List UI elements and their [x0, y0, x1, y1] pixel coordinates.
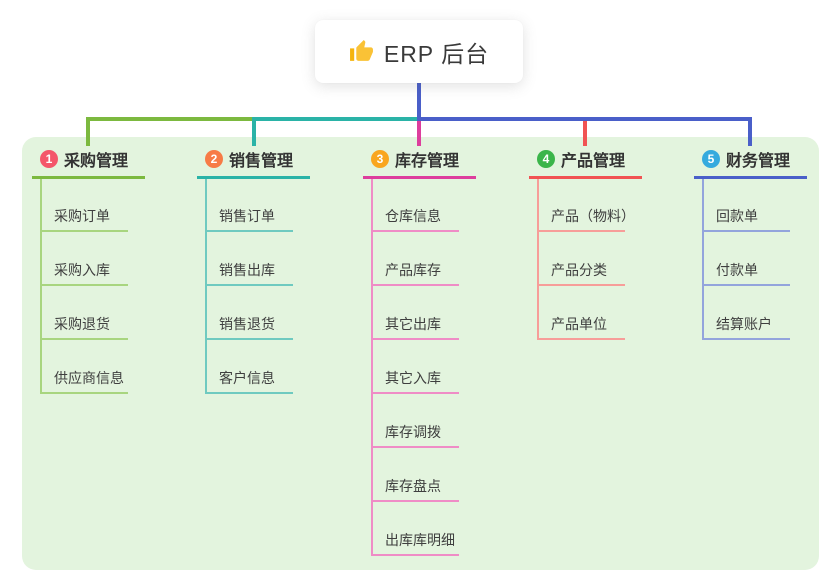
- leaf-node[interactable]: 付款单: [716, 262, 758, 278]
- branch-node[interactable]: 5 财务管理: [702, 149, 791, 170]
- branch-number-badge: 5: [702, 150, 720, 168]
- branch-underline: [197, 176, 310, 179]
- leaf-underline: [205, 392, 293, 394]
- leaf-underline: [371, 500, 459, 502]
- leaf-node[interactable]: 销售出库: [219, 262, 275, 278]
- leaf-underline: [371, 392, 459, 394]
- branch-underline: [694, 176, 807, 179]
- leaf-node[interactable]: 供应商信息: [54, 370, 124, 386]
- branch-node[interactable]: 1 采购管理: [40, 149, 129, 170]
- branch-drop-line: [417, 117, 421, 146]
- branch-number-badge: 1: [40, 150, 58, 168]
- leaf-underline: [40, 392, 128, 394]
- leaf-underline: [371, 338, 459, 340]
- trunk-horizontal-line: [252, 117, 421, 121]
- root-title: ERP 后台: [383, 40, 490, 67]
- branch-vertical-line: [205, 179, 207, 394]
- branch-number-badge: 2: [205, 150, 223, 168]
- branch-drop-line: [583, 117, 587, 146]
- leaf-underline: [371, 230, 459, 232]
- branch-node[interactable]: 4 产品管理: [537, 149, 626, 170]
- branch-number-badge: 4: [537, 150, 555, 168]
- leaf-node[interactable]: 销售订单: [219, 208, 275, 224]
- leaf-underline: [205, 284, 293, 286]
- branch-vertical-line: [537, 179, 539, 340]
- leaf-underline: [205, 338, 293, 340]
- leaf-node[interactable]: 销售退货: [219, 316, 275, 332]
- branch-vertical-line: [371, 179, 373, 556]
- trunk-horizontal-line: [417, 117, 752, 121]
- leaf-node[interactable]: 其它出库: [385, 316, 441, 332]
- branch-number-badge: 3: [371, 150, 389, 168]
- branch-label: 采购管理: [64, 153, 129, 170]
- branch-underline: [363, 176, 476, 179]
- branch-label: 产品管理: [561, 153, 626, 170]
- thumbs-up-icon: [349, 39, 374, 64]
- leaf-node[interactable]: 采购订单: [54, 208, 110, 224]
- leaf-underline: [537, 284, 625, 286]
- leaf-underline: [371, 284, 459, 286]
- leaf-node[interactable]: 回款单: [716, 208, 758, 224]
- leaf-node[interactable]: 其它入库: [385, 370, 441, 386]
- leaf-underline: [537, 230, 625, 232]
- leaf-underline: [702, 284, 790, 286]
- branch-underline: [529, 176, 642, 179]
- branch-label: 销售管理: [229, 153, 294, 170]
- branch-label: 财务管理: [726, 153, 791, 170]
- trunk-horizontal-line: [86, 117, 256, 121]
- leaf-node[interactable]: 产品分类: [551, 262, 607, 278]
- branch-vertical-line: [702, 179, 704, 340]
- branch-vertical-line: [40, 179, 42, 394]
- branch-drop-line: [748, 117, 752, 146]
- leaf-underline: [40, 284, 128, 286]
- leaf-node[interactable]: 产品（物料）: [551, 208, 635, 224]
- leaf-underline: [40, 338, 128, 340]
- leaf-node[interactable]: 产品单位: [551, 316, 607, 332]
- leaf-underline: [205, 230, 293, 232]
- branch-drop-line: [86, 117, 90, 146]
- leaf-underline: [702, 230, 790, 232]
- leaf-node[interactable]: 客户信息: [219, 370, 275, 386]
- leaf-underline: [371, 446, 459, 448]
- branch-label: 库存管理: [395, 153, 460, 170]
- leaf-node[interactable]: 采购入库: [54, 262, 110, 278]
- leaf-node[interactable]: 库存调拨: [385, 424, 441, 440]
- leaf-node[interactable]: 库存盘点: [385, 478, 441, 494]
- leaf-underline: [40, 230, 128, 232]
- branch-underline: [32, 176, 145, 179]
- leaf-node[interactable]: 产品库存: [385, 262, 441, 278]
- branch-node[interactable]: 2 销售管理: [205, 149, 294, 170]
- branch-drop-line: [252, 117, 256, 146]
- root-stem-line: [417, 83, 421, 121]
- leaf-node[interactable]: 采购退货: [54, 316, 110, 332]
- branches-panel: [22, 137, 819, 570]
- leaf-node[interactable]: 结算账户: [716, 316, 772, 332]
- leaf-underline: [702, 338, 790, 340]
- leaf-underline: [371, 554, 459, 556]
- leaf-node[interactable]: 仓库信息: [385, 208, 441, 224]
- leaf-node[interactable]: 出库库明细: [385, 532, 455, 548]
- branch-node[interactable]: 3 库存管理: [371, 149, 460, 170]
- root-node[interactable]: ERP 后台: [315, 20, 523, 83]
- leaf-underline: [537, 338, 625, 340]
